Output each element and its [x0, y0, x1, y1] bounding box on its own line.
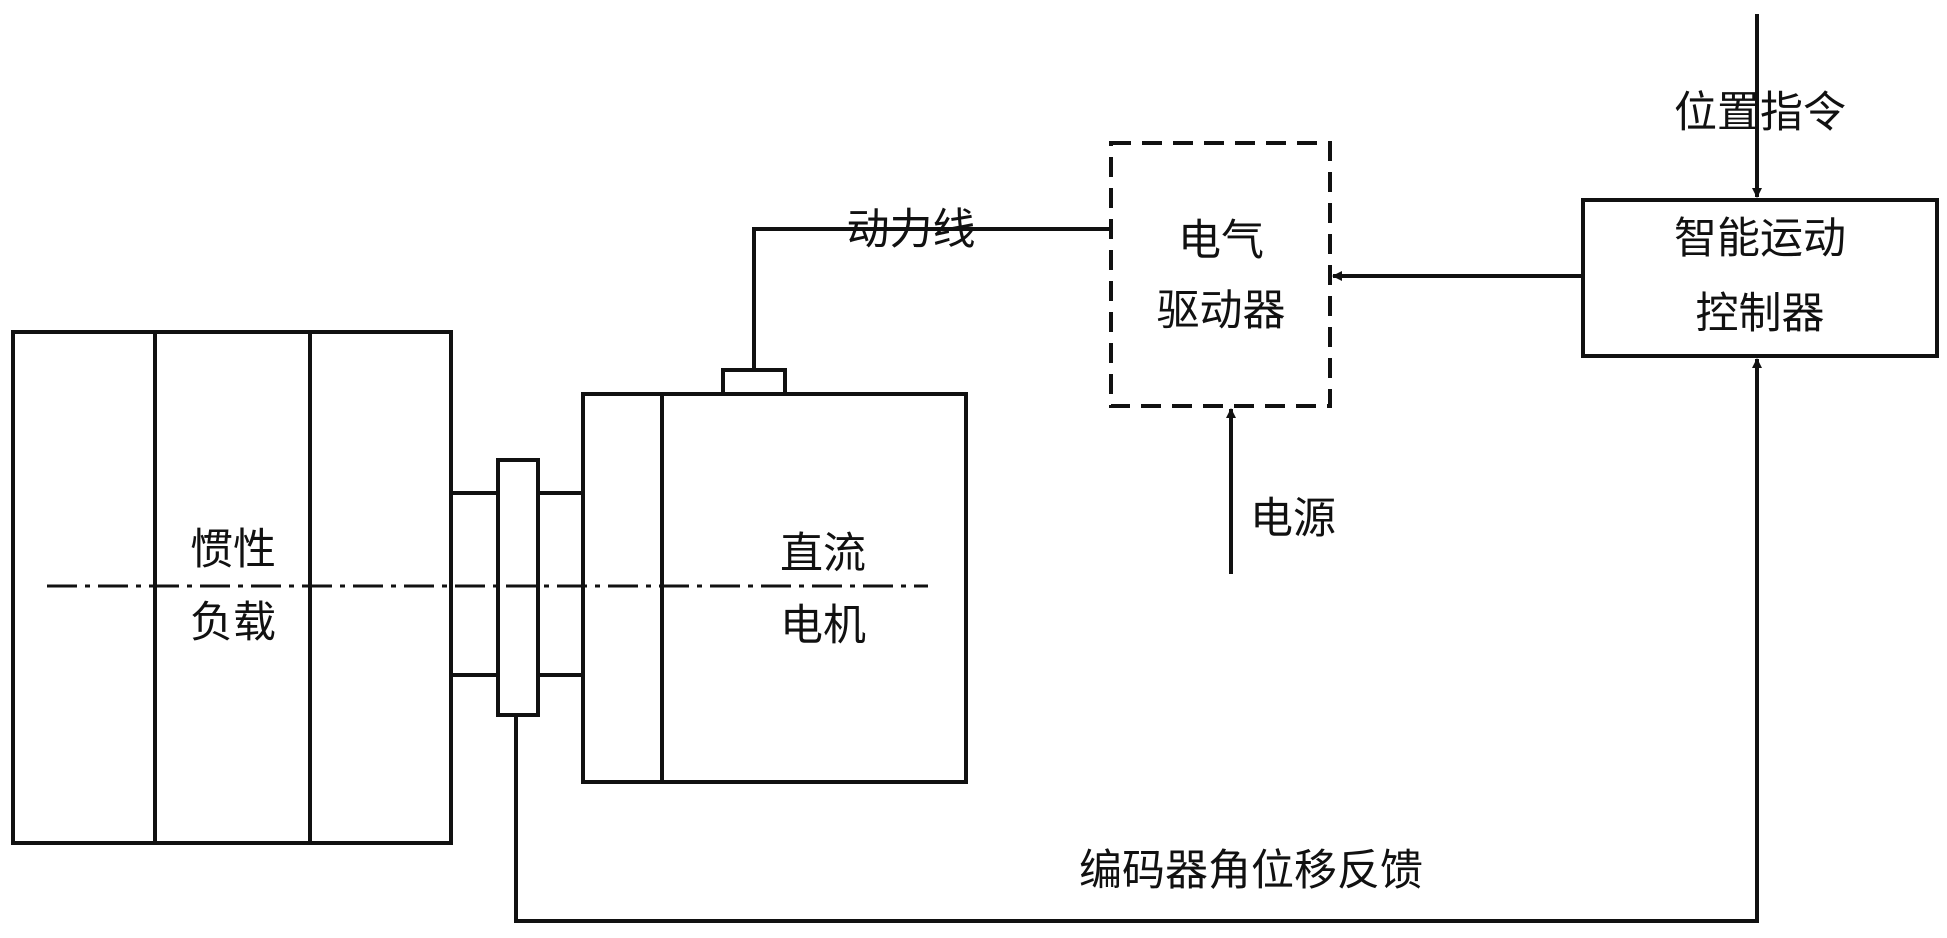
encoder-feedback-line: [514, 358, 1762, 923]
dc-motor-label-line1: 直流: [780, 529, 866, 579]
power-line-label: 动力线: [847, 205, 976, 255]
motor-terminal: [721, 368, 787, 396]
dc-motor-block: [581, 392, 968, 784]
dc-motor-label-line2: 电机: [780, 601, 866, 651]
inertia-load-label-line2: 负载: [190, 598, 276, 648]
driver-label-line2: 驱动器: [1157, 286, 1286, 336]
power-supply-label: 电源: [1250, 494, 1336, 544]
driver-label-line1: 电气: [1178, 216, 1264, 266]
controller-label-line2: 控制器: [1696, 289, 1825, 339]
inertia-load-block: [11, 330, 453, 845]
electric-driver-block: [1109, 141, 1332, 408]
inertia-load-label-line1: 惯性: [190, 525, 276, 575]
power-line-wire: [752, 227, 1111, 370]
encoder-feedback-label: 编码器角位移反馈: [1079, 846, 1423, 896]
position-command-label: 位置指令: [1674, 88, 1846, 138]
controller-label-line1: 智能运动: [1674, 214, 1846, 264]
